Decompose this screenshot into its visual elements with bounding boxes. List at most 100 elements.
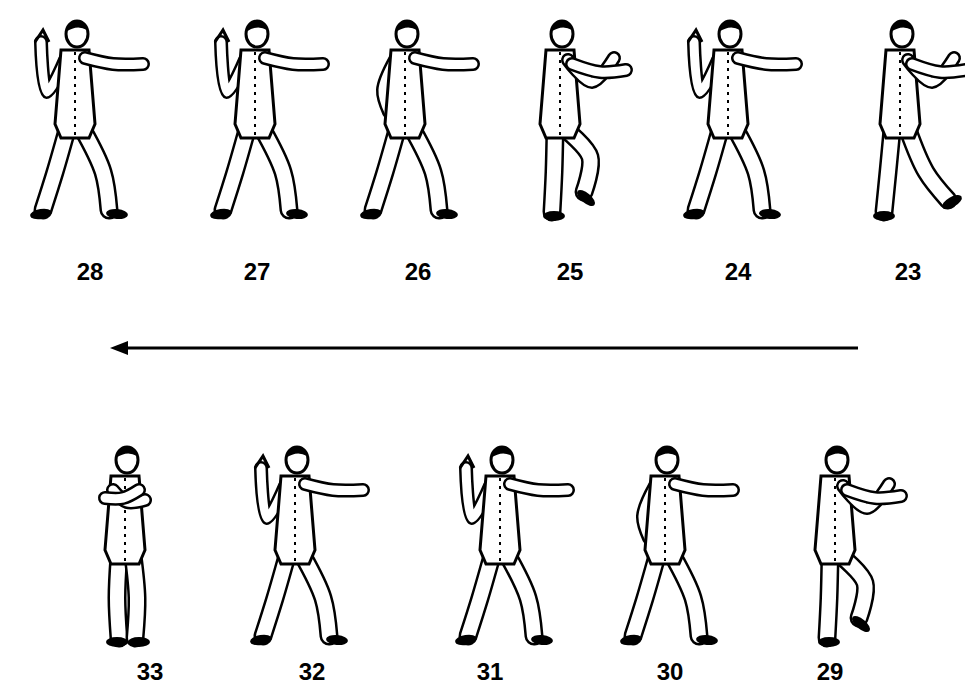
taichi-figure bbox=[540, 20, 626, 221]
robe-buttons bbox=[664, 478, 666, 562]
taichi-figure bbox=[359, 20, 473, 220]
hair bbox=[656, 446, 677, 458]
limb-fill bbox=[884, 130, 892, 212]
direction-arrow-head bbox=[110, 341, 128, 355]
limb-fill bbox=[633, 556, 657, 636]
robe-buttons bbox=[834, 478, 836, 562]
hair bbox=[719, 20, 740, 32]
limb-outline bbox=[673, 556, 699, 636]
callout-number: 25 bbox=[557, 260, 584, 284]
shoe bbox=[873, 211, 895, 221]
shoe bbox=[209, 207, 232, 221]
limb-fill bbox=[738, 58, 796, 64]
limb-fill bbox=[572, 64, 626, 72]
shoe bbox=[106, 637, 128, 647]
callout-number: 30 bbox=[657, 660, 684, 684]
callout-number: 23 bbox=[895, 260, 922, 284]
shoe bbox=[531, 634, 554, 646]
callout-number: 27 bbox=[244, 260, 271, 284]
limb-outline bbox=[415, 58, 473, 64]
robe-buttons bbox=[294, 478, 296, 562]
hair bbox=[891, 20, 912, 32]
limb-outline bbox=[263, 130, 289, 210]
limb-fill bbox=[696, 130, 720, 210]
hair bbox=[66, 20, 87, 32]
shoe bbox=[619, 633, 642, 647]
limb-fill bbox=[413, 130, 439, 210]
robe-buttons bbox=[74, 52, 76, 136]
limb-fill bbox=[305, 484, 363, 490]
head bbox=[246, 21, 268, 47]
shoe bbox=[326, 634, 349, 646]
limb-outline bbox=[510, 484, 568, 490]
taichi-figure bbox=[29, 20, 143, 220]
limb-fill bbox=[675, 484, 733, 490]
limb-fill bbox=[105, 490, 139, 499]
limb-outline bbox=[572, 64, 626, 72]
limb-outline bbox=[552, 130, 555, 212]
limb-fill bbox=[303, 556, 329, 636]
shoe bbox=[696, 634, 719, 646]
shoe bbox=[759, 208, 782, 220]
limb-fill bbox=[908, 130, 948, 200]
callout-number: 31 bbox=[477, 660, 504, 684]
hair bbox=[551, 20, 572, 32]
limb-fill bbox=[373, 130, 397, 210]
limb-fill bbox=[133, 556, 137, 638]
limb-fill bbox=[83, 130, 109, 210]
limb-fill bbox=[552, 130, 555, 212]
hook-hand bbox=[460, 456, 474, 468]
taichi-figure bbox=[815, 446, 901, 647]
robe-buttons bbox=[899, 52, 901, 136]
hook-hand bbox=[215, 30, 229, 42]
limb-outline bbox=[736, 130, 762, 210]
callout-number: 26 bbox=[405, 260, 432, 284]
shoe bbox=[574, 187, 597, 209]
head bbox=[719, 21, 741, 47]
limb-outline bbox=[83, 130, 109, 210]
callout-number: 24 bbox=[725, 260, 752, 284]
limb-fill bbox=[912, 64, 965, 72]
limb-fill bbox=[736, 130, 762, 210]
limb-outline bbox=[105, 490, 139, 499]
robe-buttons bbox=[727, 52, 729, 136]
taichi-figure bbox=[105, 446, 150, 647]
robe-buttons bbox=[404, 52, 406, 136]
limb-outline bbox=[117, 556, 119, 638]
shoe bbox=[849, 613, 872, 635]
limb-outline bbox=[373, 130, 397, 210]
head bbox=[891, 21, 913, 47]
shoe bbox=[543, 211, 565, 221]
shoe bbox=[940, 192, 964, 212]
limb-outline bbox=[847, 490, 901, 498]
limb-outline bbox=[738, 58, 796, 64]
limb-outline bbox=[223, 130, 247, 210]
callout-number: 32 bbox=[299, 660, 326, 684]
limb-outline bbox=[884, 130, 892, 212]
limb-fill bbox=[415, 58, 473, 64]
limb-outline bbox=[303, 556, 329, 636]
figure-group bbox=[29, 20, 965, 647]
hair bbox=[116, 446, 137, 458]
limb-fill bbox=[117, 556, 119, 638]
direction-arrow-line bbox=[124, 347, 858, 350]
shoe bbox=[454, 633, 477, 647]
limb-fill bbox=[223, 130, 247, 210]
limb-outline bbox=[265, 58, 323, 64]
shoe bbox=[818, 637, 840, 647]
head bbox=[491, 447, 513, 473]
limb-outline bbox=[413, 130, 439, 210]
shoe bbox=[249, 633, 272, 647]
limb-outline bbox=[696, 130, 720, 210]
callout-number: 29 bbox=[817, 660, 844, 684]
limb-outline bbox=[912, 64, 965, 72]
limb-fill bbox=[508, 556, 534, 636]
robe-buttons bbox=[254, 52, 256, 136]
shoe bbox=[106, 208, 129, 220]
limb-fill bbox=[85, 58, 143, 64]
head bbox=[551, 21, 573, 47]
shoe bbox=[128, 637, 150, 647]
callout-number: 33 bbox=[137, 660, 164, 684]
shoe bbox=[359, 207, 382, 221]
